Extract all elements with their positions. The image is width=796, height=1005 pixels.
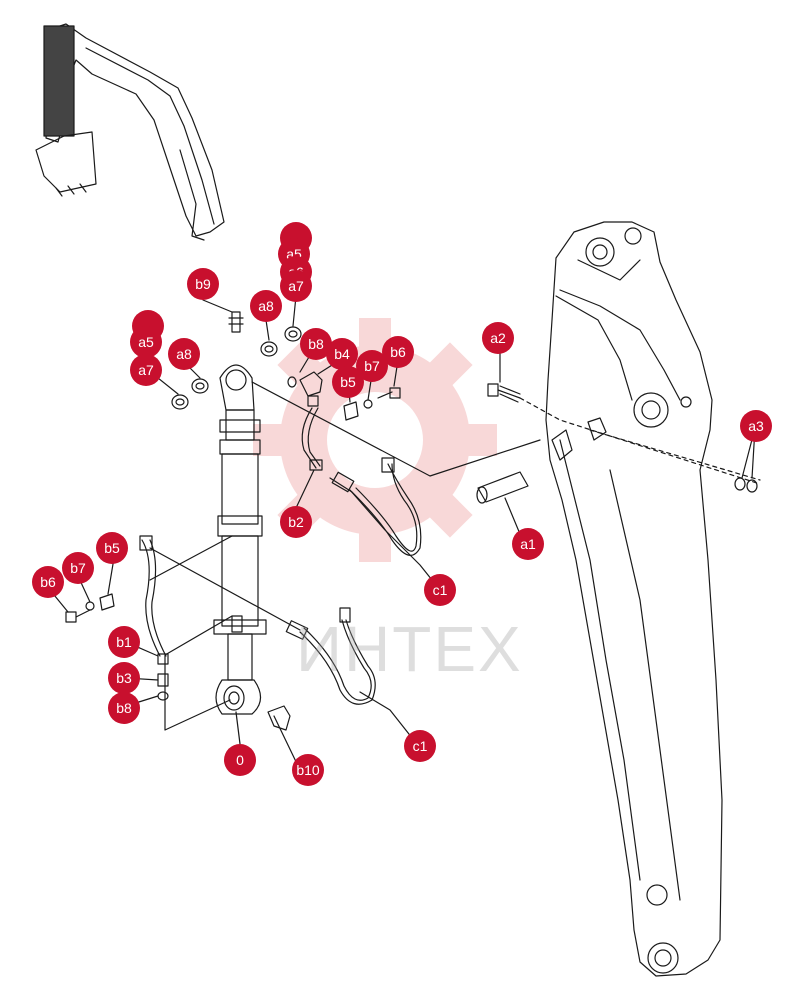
callout-a7-left[interactable]: a7 xyxy=(130,354,162,386)
callout-a8-right[interactable]: a8 xyxy=(250,290,282,322)
nuts-a3 xyxy=(734,477,758,493)
watermark-text: ИНТЕХ xyxy=(296,613,523,685)
elbow-b10 xyxy=(267,705,291,731)
callout-a8-left[interactable]: a8 xyxy=(168,338,200,370)
fitting-b9 xyxy=(228,311,244,333)
callout-b10[interactable]: b10 xyxy=(292,754,324,786)
callout-b5-right[interactable]: b5 xyxy=(332,366,364,398)
bolt-a2 xyxy=(487,383,521,403)
clamp-b5-left xyxy=(99,593,115,611)
callout-a5-left[interactable]: a5 xyxy=(130,326,162,358)
excavator-thumbnail xyxy=(35,23,225,241)
callout-b3[interactable]: b3 xyxy=(108,662,140,694)
callout-b6-left[interactable]: b6 xyxy=(32,566,64,598)
callout-a7-right[interactable]: a7 xyxy=(280,270,312,302)
clamp-b5-right xyxy=(343,401,359,421)
elbow-b4 xyxy=(299,371,323,397)
pipe-b2 xyxy=(301,407,323,471)
pin-a1 xyxy=(476,471,529,504)
callout-0[interactable]: 0 xyxy=(224,744,256,776)
callout-b5-left[interactable]: b5 xyxy=(96,532,128,564)
callout-c1-upper[interactable]: c1 xyxy=(424,574,456,606)
callout-b6-right[interactable]: b6 xyxy=(382,336,414,368)
bolt-b6-right xyxy=(377,387,401,399)
washer-a8-left xyxy=(191,378,209,394)
hydraulic-cylinder xyxy=(213,364,267,715)
bolt-b6-left xyxy=(65,609,91,623)
washer-a8-right xyxy=(260,341,278,357)
callout-b1[interactable]: b1 xyxy=(108,626,140,658)
callout-b2[interactable]: b2 xyxy=(280,506,312,538)
callout-b4[interactable]: b4 xyxy=(326,338,358,370)
pin-axis-line xyxy=(519,397,761,485)
fitting-b3 xyxy=(157,673,169,687)
callout-b8-left[interactable]: b8 xyxy=(108,692,140,724)
hose-c1-lower xyxy=(285,607,376,705)
callout-a1[interactable]: a1 xyxy=(512,528,544,560)
callout-c1-lower[interactable]: c1 xyxy=(404,730,436,762)
callout-b7-left[interactable]: b7 xyxy=(62,552,94,584)
gear-icon xyxy=(253,318,497,562)
hose-c1-upper xyxy=(329,457,422,556)
callout-b9[interactable]: b9 xyxy=(187,268,219,300)
callout-a2[interactable]: a2 xyxy=(482,322,514,354)
callout-a3[interactable]: a3 xyxy=(740,410,772,442)
boom-arm xyxy=(545,221,723,977)
pipe-b1 xyxy=(139,535,169,665)
